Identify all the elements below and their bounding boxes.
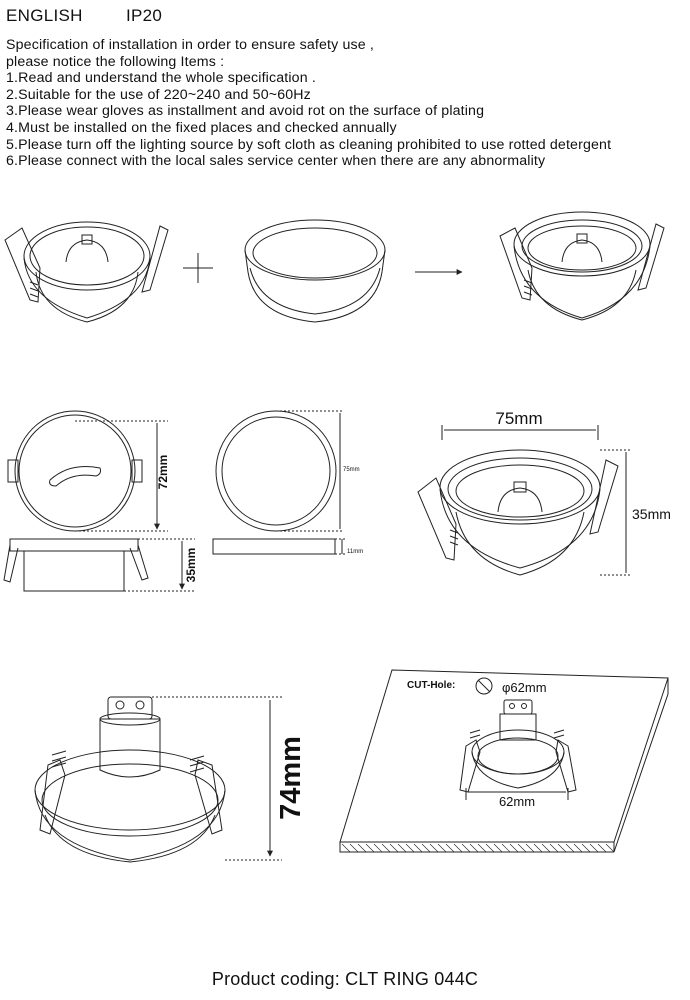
language-label: ENGLISH (6, 6, 83, 25)
spec-intro: please notice the following Items : (6, 53, 225, 70)
ring-drawing (244, 219, 386, 323)
specification-text: Specification of installation in order t… (6, 37, 611, 170)
spec-item: 4.Must be installed on the fixed places … (6, 119, 397, 136)
ring-side-view-drawing (212, 538, 345, 555)
ring-diameter-label: 75mm (343, 467, 360, 473)
total-height-label: 74mm (275, 736, 307, 820)
lamp-holder-assembly-drawing (34, 696, 282, 863)
downlight-housing-drawing (4, 221, 169, 323)
plus-sign (183, 253, 213, 283)
header: ENGLISH IP20 (6, 6, 162, 26)
top-view-drawing (7, 410, 168, 532)
product-coding: Product coding: CLT RING 044C (211, 969, 479, 989)
spec-item: 3.Please wear gloves as installment and … (6, 103, 485, 120)
spec-item: 2.Suitable for the use of 220~240 and 50… (6, 86, 311, 103)
ring-top-view-drawing (215, 410, 342, 532)
spec-item: 5.Please turn off the lighting source by… (6, 136, 612, 153)
perspective-diameter-label: 75mm (495, 409, 542, 428)
ceiling-cutout-drawing (339, 669, 669, 853)
spec-item: 1.Read and understand the whole specific… (6, 70, 316, 87)
ip-rating: IP20 (126, 6, 163, 25)
assembled-downlight-drawing (499, 211, 665, 321)
cut-hole-diameter-label: φ62mm (502, 680, 547, 695)
top-view-height-label: 72mm (156, 455, 170, 490)
cut-hole-label: CUT-Hole: (407, 680, 455, 691)
side-view-height-label: 35mm (184, 548, 198, 583)
perspective-view-drawing (417, 425, 630, 576)
cut-width-label: 62mm (499, 794, 535, 809)
spec-intro: Specification of installation in order t… (6, 37, 374, 53)
spec-item: 6.Please connect with the local sales se… (6, 153, 546, 170)
side-view-drawing (3, 538, 195, 592)
perspective-height-label: 35mm (632, 506, 671, 522)
ring-thickness-label: 11mm (347, 549, 363, 555)
